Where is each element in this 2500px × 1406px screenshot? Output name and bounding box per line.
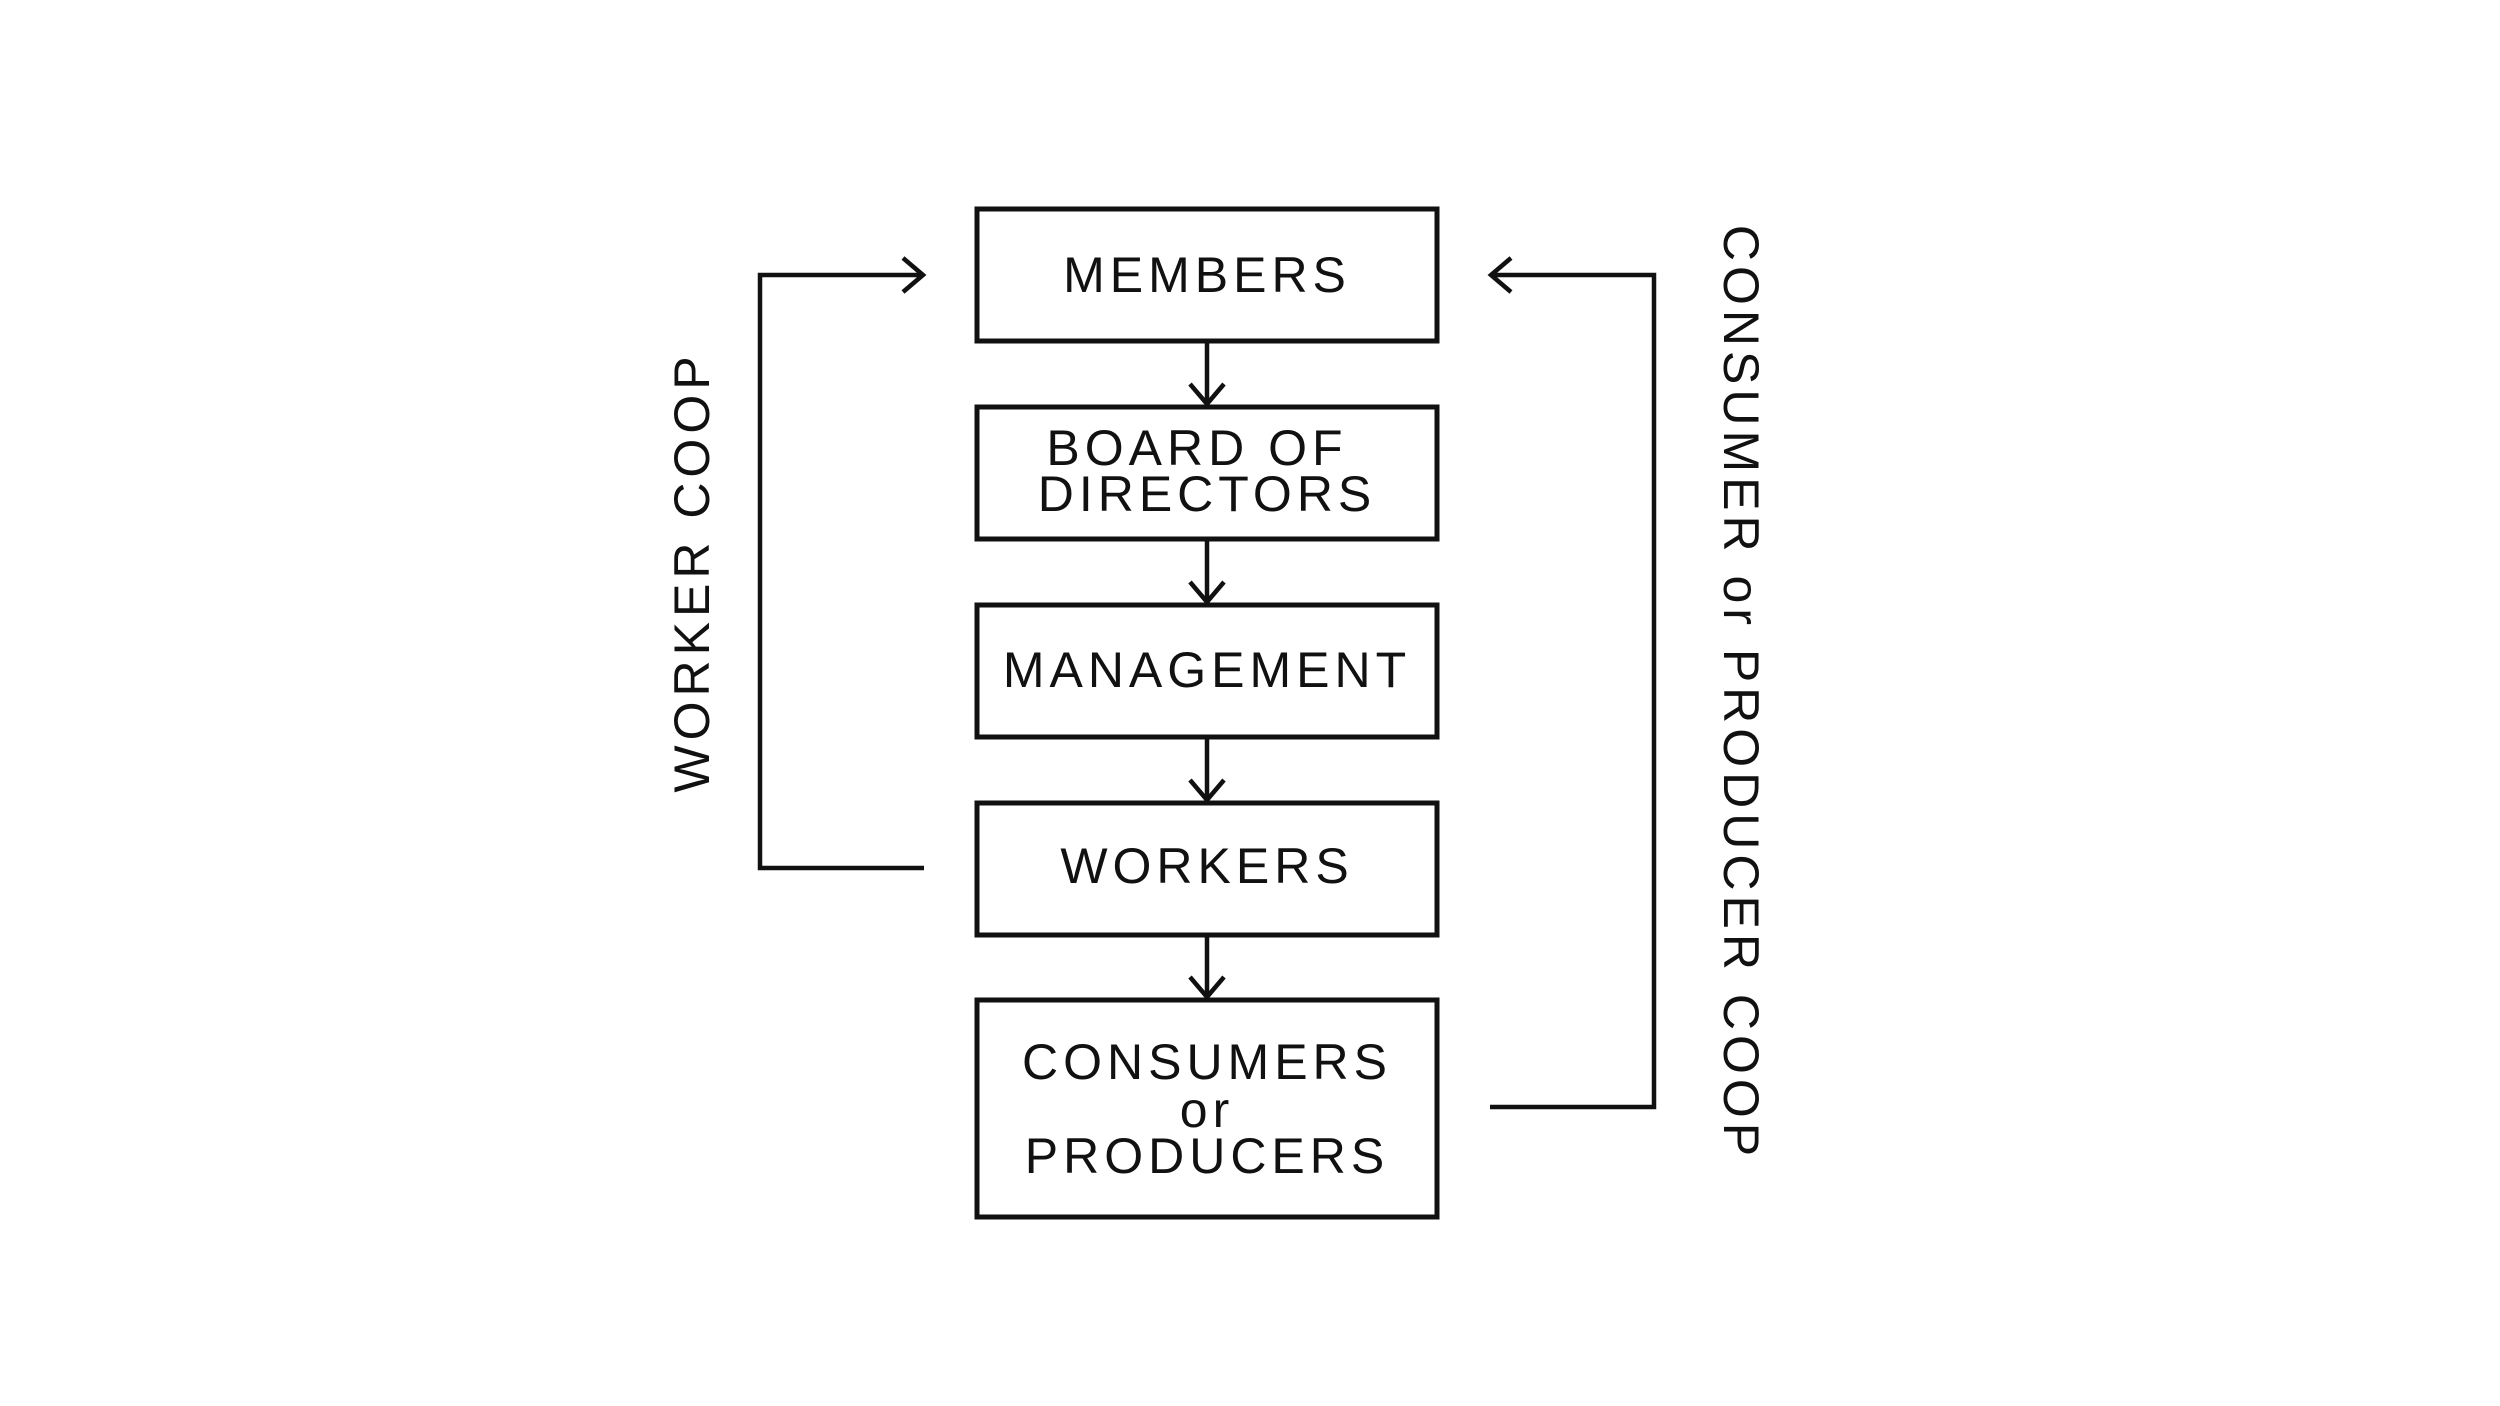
node-consumers-or-producers: CONSUMERS or PRODUCERS — [974, 997, 1440, 1220]
node-workers: WORKERS — [974, 800, 1440, 938]
node-consumers-label-line-2: or — [1180, 1082, 1234, 1138]
down-arrow-management-to-workers — [1188, 737, 1226, 804]
node-management-label: MANAGEMENT — [1003, 642, 1411, 698]
node-management: MANAGEMENT — [974, 602, 1440, 740]
node-board-label-line-2: DIRECTORS — [1038, 466, 1377, 522]
node-workers-label: WORKERS — [1060, 838, 1353, 894]
node-members-box — [974, 206, 1440, 344]
consumer-producer-coop-loop-arrow — [1487, 256, 1657, 1110]
down-arrow-workers-to-consumers — [1188, 935, 1226, 1001]
node-consumers-label-line-1: CONSUMERS — [1022, 1034, 1392, 1090]
node-board-box — [974, 404, 1440, 542]
worker-coop-loop-arrow — [757, 256, 927, 871]
node-members: MEMBERS — [974, 206, 1440, 344]
node-management-box — [974, 602, 1440, 740]
consumer-producer-coop-label: CONSUMER or PRODUCER COOP — [1713, 225, 1769, 1161]
node-consumers-box — [974, 997, 1440, 1220]
node-board-of-directors: BOARD OF DIRECTORS — [974, 404, 1440, 542]
node-board-label-line-1: BOARD OF — [1046, 420, 1347, 476]
node-consumers-label-line-3: PRODUCERS — [1025, 1128, 1389, 1184]
down-arrow-members-to-board — [1188, 341, 1226, 408]
worker-coop-label: WORKER COOP — [664, 351, 720, 792]
down-arrow-board-to-management — [1188, 539, 1226, 606]
node-members-label: MEMBERS — [1063, 247, 1351, 303]
